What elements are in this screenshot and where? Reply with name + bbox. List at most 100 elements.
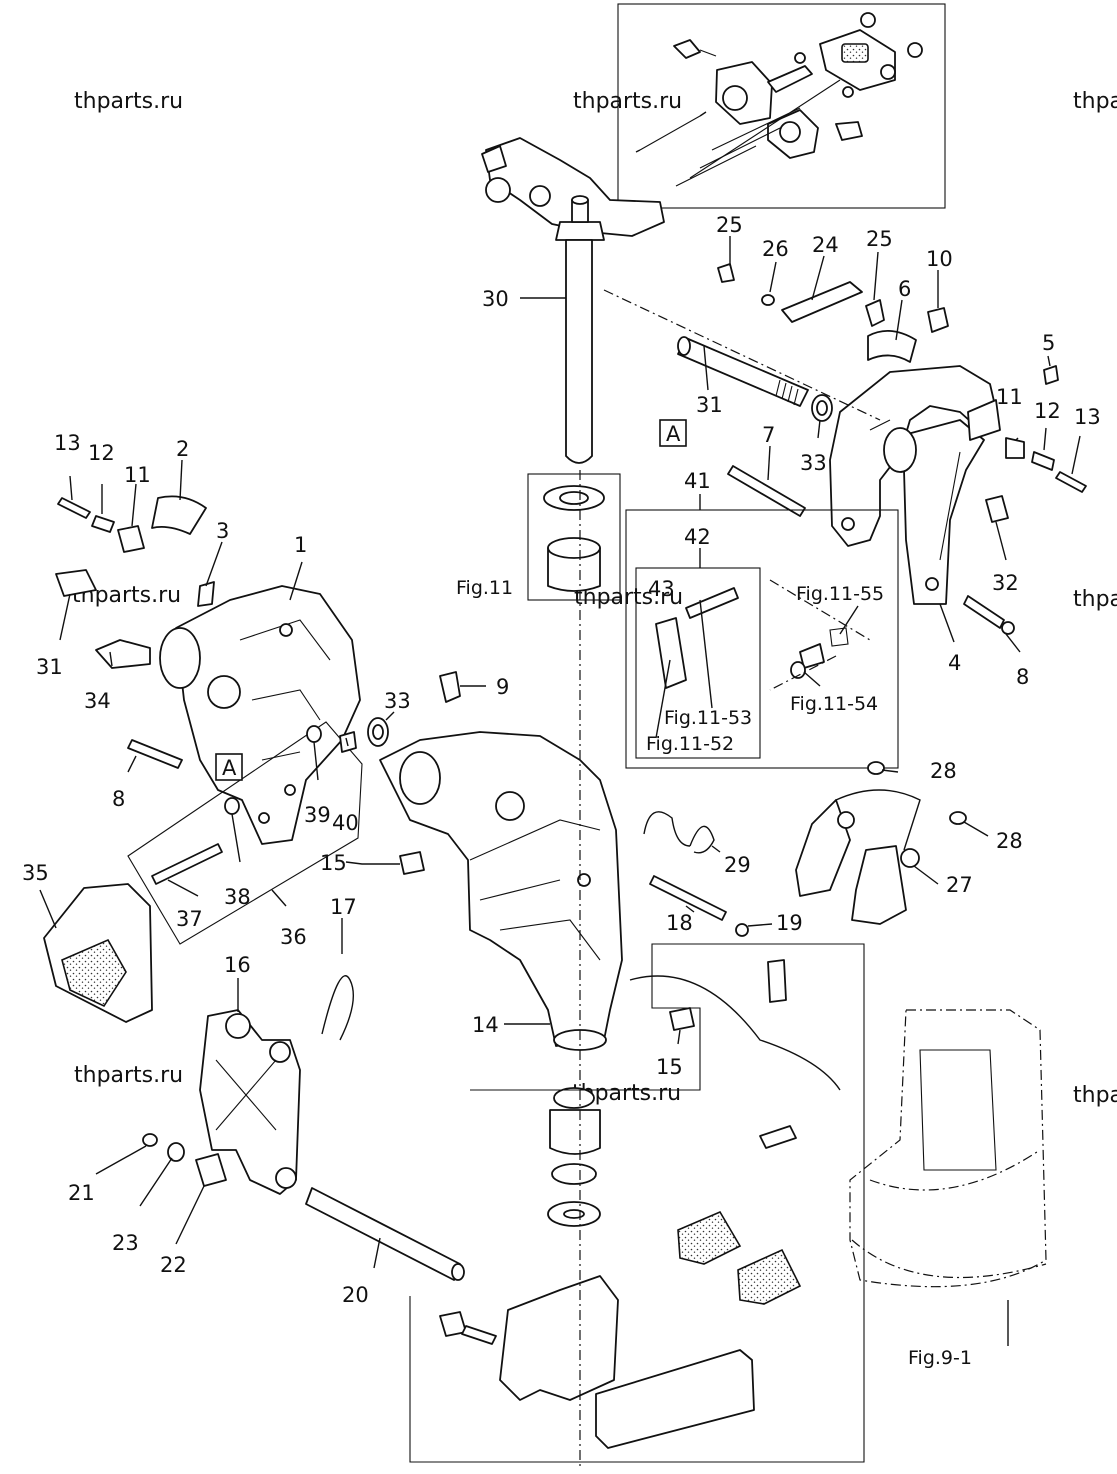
washer-part-23 [167,1142,185,1162]
part-label-36: 36 [280,925,307,949]
svg-text:A: A [666,422,681,446]
bolt-part-8 [963,595,1005,629]
part-label-28: 28 [930,759,957,783]
bolt-set-part-36 [127,721,363,945]
part-label-38: 38 [224,885,251,909]
part-label-10: 10 [926,247,953,271]
clip-part-21 [142,1133,158,1147]
tilt-pin-assembly-parts [655,587,849,689]
spring-part-12 [91,515,115,533]
part-label-31: 31 [36,655,63,679]
figure-references: Fig.11 Fig.11-55 Fig.11-54 Fig.11-53 Fig… [456,577,972,1369]
part-label-35: 35 [22,861,49,885]
part-label-40: 40 [332,811,359,835]
plate-part-5 [1043,365,1059,385]
part-label-17: 17 [330,895,357,919]
swivel-bracket-part-14 [379,731,623,1051]
watermark: thparts.ru [74,1063,183,1088]
collar-part-6 [867,330,917,363]
clip-part-28 [867,761,885,775]
part-label-18: 18 [666,911,693,935]
ground-screw [759,1125,797,1149]
watermark: thparts.ru [1073,89,1117,114]
part-label-1: 1 [294,533,307,557]
part-label-27: 27 [946,873,973,897]
watermark: thparts.ru [1073,587,1117,612]
part-label-30: 30 [482,287,509,311]
link-part-24 [781,281,863,323]
assembly-box-41 [625,509,899,769]
bushing-stack-top [543,485,605,592]
clip-part-28 [949,811,967,825]
svg-text:A: A [222,756,237,780]
inset-box-top [617,3,946,209]
bolt-part-25 [717,263,735,283]
assembly-box-42 [635,567,761,759]
part-label-14: 14 [472,1013,499,1037]
part-label-22: 22 [160,1253,187,1277]
clamp-bracket-part-4 [829,365,1001,605]
leader-lines [39,236,1081,1346]
part-label-13: 13 [54,431,81,455]
part-label-20: 20 [342,1283,369,1307]
bushing-part-11 [1005,437,1025,459]
shaft-part-20 [305,1187,461,1281]
part-label-25: 25 [866,227,893,251]
tilt-lever-part-27 [795,789,921,925]
part-label-16: 16 [224,953,251,977]
watermark: thparts.ru [1073,1083,1117,1108]
pin-part-7 [727,465,806,517]
fig-ref-11-55: Fig.11-55 [796,583,884,605]
spring-part-29 [643,811,715,854]
part-label-2: 2 [176,437,189,461]
part-label-26: 26 [762,237,789,261]
lower-mount-assembly [439,1210,802,1449]
bushing-stack-bottom [547,1087,601,1227]
part-label-12: 12 [88,441,115,465]
lower-unit-reference [849,1009,1047,1288]
part-label-34: 34 [84,689,111,713]
nut-part-10 [927,307,949,333]
part-label-13: 13 [1074,405,1101,429]
cam-part-9 [439,671,461,703]
part-label-39: 39 [304,803,331,827]
part-label-23: 23 [112,1231,139,1255]
part-label-29: 29 [724,853,751,877]
ground-bolt [767,959,787,1003]
grease-nipple-part-15 [669,1007,695,1031]
part-label-43: 43 [648,577,675,601]
reference-marker-a: A [659,419,687,447]
clip-part-19 [735,923,749,937]
bolt-part-13 [1055,471,1087,493]
fig-ref-11: Fig.11 [456,577,513,599]
part-label-19: 19 [776,911,803,935]
part-label-25: 25 [716,213,743,237]
part-label-8: 8 [112,787,125,811]
part-labels: 1 2 3 4 5 6 7 8 8 9 10 11 11 12 12 13 13… [22,213,1101,1307]
part-label-8: 8 [1016,665,1029,689]
part-label-42: 42 [684,525,711,549]
part-label-37: 37 [176,907,203,931]
part-label-31: 31 [696,393,723,417]
part-label-11: 11 [124,463,151,487]
inset-assembly-drawing [635,12,923,187]
spring-part-22 [195,1153,227,1187]
part-label-21: 21 [68,1181,95,1205]
part-label-7: 7 [762,423,775,447]
part-label-32: 32 [992,571,1019,595]
steering-bracket-part-30 [481,137,665,464]
tilt-axis [603,289,881,421]
handle-part-35 [43,883,153,1023]
part-label-11: 11 [996,385,1023,409]
fig-ref-11-54: Fig.11-54 [790,693,878,715]
fitting-part-31 [55,569,97,597]
watermark: thparts.ru [573,89,682,114]
detail-axis [769,579,871,691]
fig11-box [527,473,621,601]
ground-lead [629,975,841,1091]
watermark: thparts.ru [74,89,183,114]
part-label-9: 9 [496,675,509,699]
bushing-part-2 [151,495,207,535]
nut-part-32 [985,495,1009,523]
